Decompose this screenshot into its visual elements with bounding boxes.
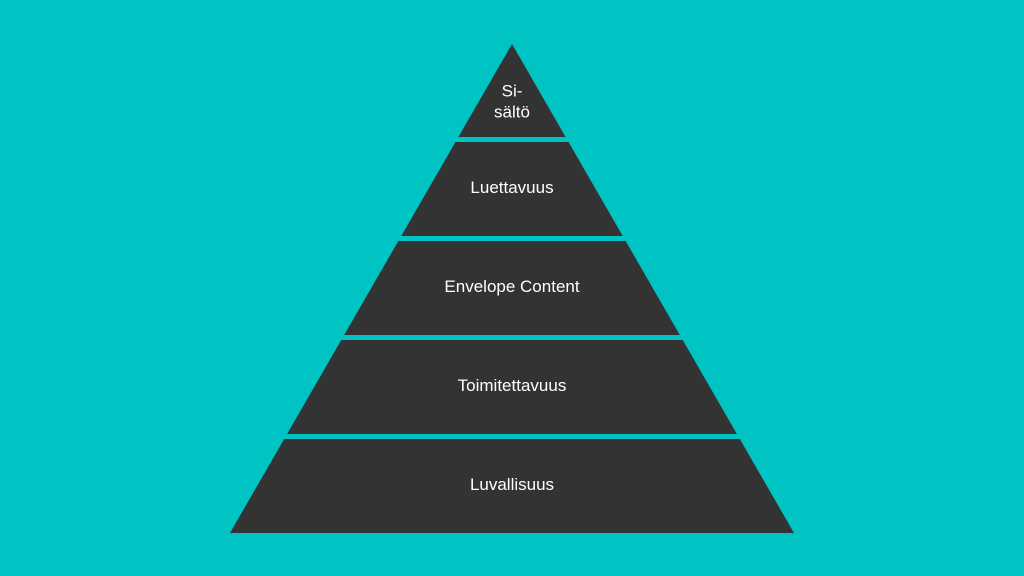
pyramid-tier-label-4: Toimitettavuus: [458, 376, 567, 395]
pyramid-tier-2: [401, 142, 623, 236]
pyramid-tier-label-line: Toimitettavuus: [458, 376, 567, 395]
pyramid-tier-5: [230, 439, 794, 533]
pyramid-tier-4: [287, 340, 737, 434]
pyramid-tier-1: [458, 44, 566, 137]
pyramid-tier-label-2: Luettavuus: [470, 178, 553, 197]
pyramid-tier-label-line: sältö: [494, 103, 530, 122]
pyramid-tier-label-line: Envelope Content: [444, 277, 579, 296]
pyramid-tier-label-1: Si-sältö: [494, 82, 530, 122]
pyramid-tier-label-5: Luvallisuus: [470, 475, 554, 494]
pyramid-tier-label-line: Luettavuus: [470, 178, 553, 197]
pyramid-tier-label-line: Luvallisuus: [470, 475, 554, 494]
pyramid-tier-label-line: Si-: [502, 82, 523, 101]
pyramid-tier-3: [344, 241, 680, 335]
pyramid-tier-label-3: Envelope Content: [444, 277, 579, 296]
